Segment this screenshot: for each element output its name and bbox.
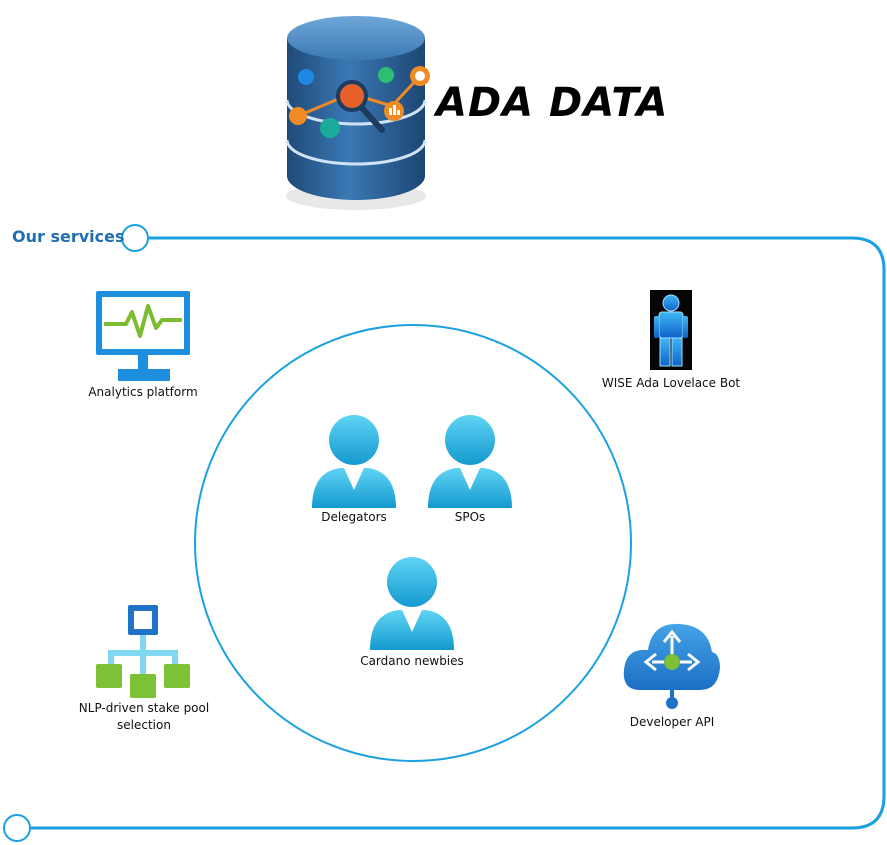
frame-end-node [3, 814, 31, 842]
frame-start-node [121, 224, 149, 252]
cloud-api-icon [623, 623, 720, 709]
service-label-bot: WISE Ada Lovelace Bot [601, 376, 741, 390]
services-frame [30, 236, 886, 830]
service-label-api: Developer API [629, 715, 715, 729]
service-label-analytics: Analytics platform [88, 385, 198, 399]
brand-title: ADA DATA [436, 80, 669, 126]
audience-circle [194, 324, 632, 762]
hierarchy-icon [96, 605, 190, 698]
user-icon [312, 415, 396, 508]
database-analytics-icon [285, 16, 430, 210]
monitor-icon [96, 291, 190, 381]
section-title: Our services [12, 227, 125, 246]
user-icon [428, 415, 512, 508]
service-label-nlp: NLP-driven stake pool selection [78, 701, 210, 732]
audience-label-delegators: Delegators [321, 510, 387, 524]
audience-label-spos: SPOs [454, 510, 486, 524]
user-icon [370, 557, 454, 650]
audience-label-newbies: Cardano newbies [360, 654, 464, 668]
robot-icon [650, 290, 692, 370]
